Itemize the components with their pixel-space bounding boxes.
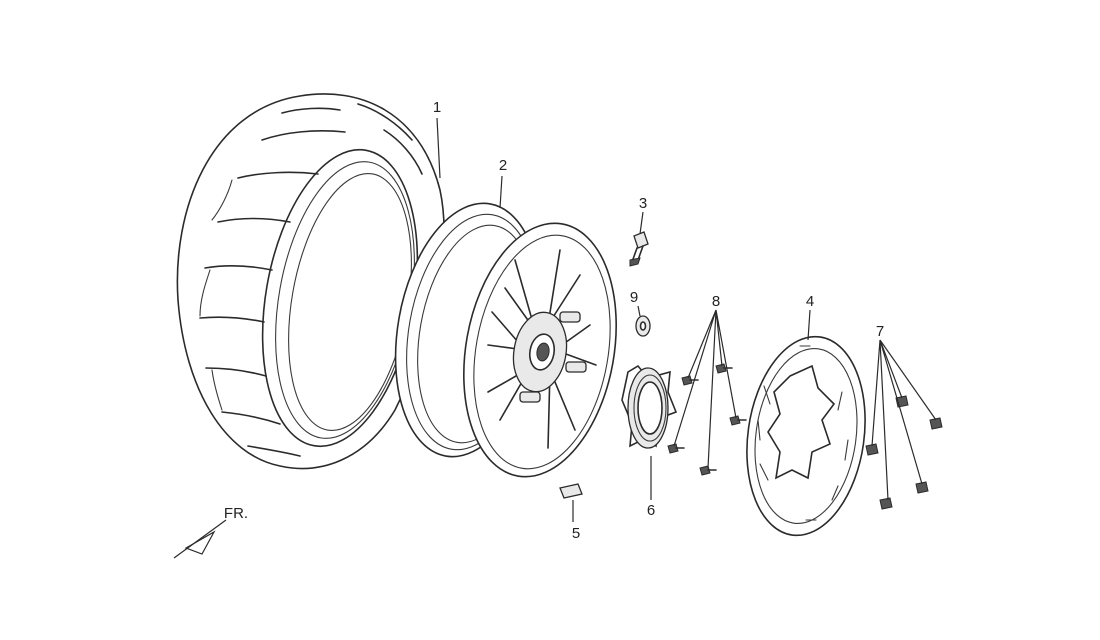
callout-6: 6 [647,502,655,519]
valve-stem [629,231,649,267]
tire [176,93,445,470]
front-direction-indicator: FR. [173,505,248,559]
front-label: FR. [224,505,248,522]
callout-1: 1 [433,99,441,116]
callout-4: 4 [806,293,814,310]
washer [635,315,651,337]
abs-sensor-ring [621,364,678,449]
bolt [667,443,685,454]
bolt [915,481,929,494]
callout-7: 7 [876,323,884,340]
callout-5: 5 [572,525,580,542]
callout-numbers: 1 2 3 4 5 6 7 8 9 [433,99,884,542]
callout-2: 2 [499,157,507,174]
bolt [699,465,717,476]
callout-9: 9 [630,289,638,306]
wheel-rim [394,202,617,478]
bolt [729,415,747,426]
callout-8: 8 [712,293,720,310]
balance-weight [559,483,583,499]
bolt [929,417,943,430]
brake-disc [746,335,866,537]
bolts-set-7 [865,395,943,510]
leader-lines [436,117,937,522]
bolt [879,497,893,510]
bolt [715,363,733,374]
bolts-set-8 [667,363,747,476]
callout-3: 3 [639,195,647,212]
